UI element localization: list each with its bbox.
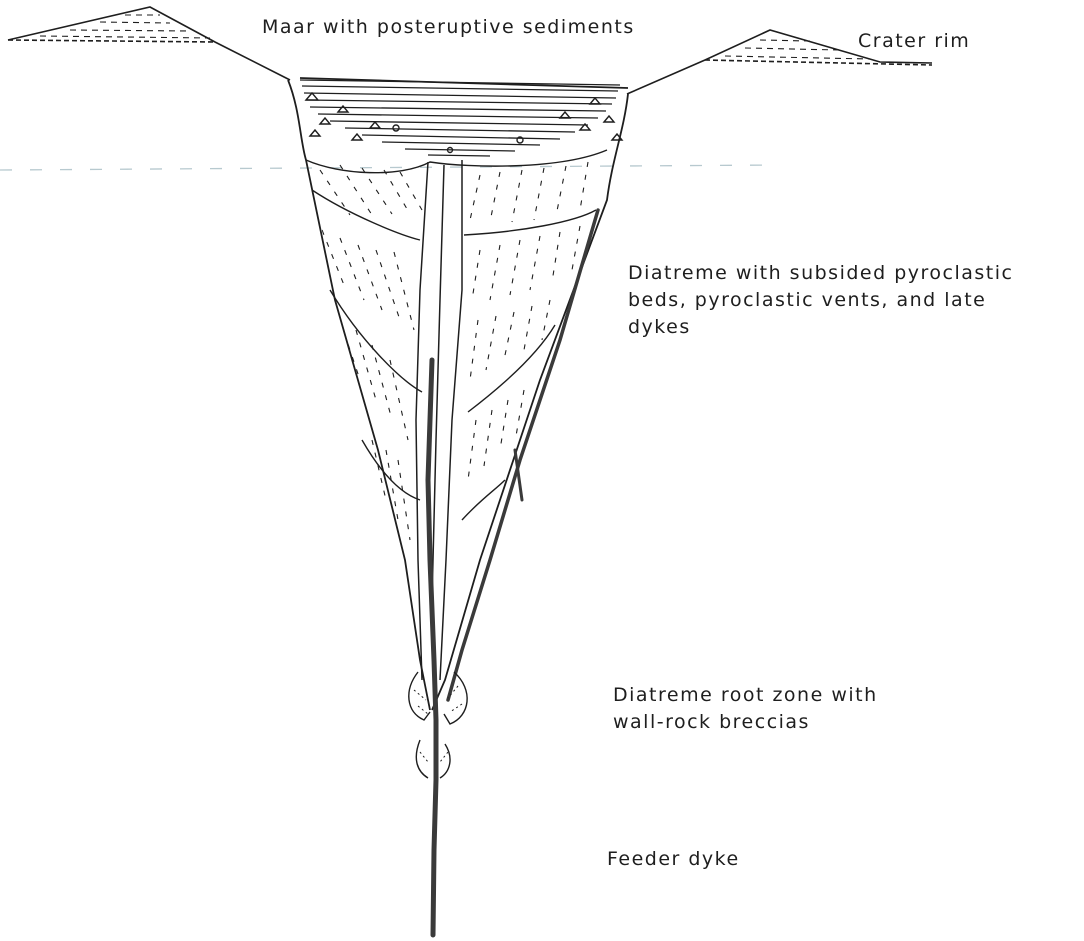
central-vent: [416, 160, 462, 680]
root-zone-label-line-1: Diatreme root zone with: [613, 682, 878, 709]
diatreme-label-line-3: dykes: [628, 314, 1013, 341]
maar-sediments: [300, 80, 620, 156]
maar-label: Maar with posteruptive sediments: [262, 14, 635, 41]
diatreme-label: Diatreme with subsided pyroclastic beds,…: [628, 260, 1013, 341]
pyroclastic-dash-texture: [320, 162, 588, 540]
root-zone-label: Diatreme root zone with wall-rock brecci…: [613, 682, 878, 736]
late-dykes: [428, 210, 598, 935]
diatreme-label-line-1: Diatreme with subsided pyroclastic: [628, 260, 1013, 287]
left-tephra-ring: [8, 7, 290, 80]
crater-rim-label: Crater rim: [858, 28, 970, 55]
root-zone-label-line-2: wall-rock breccias: [613, 709, 878, 736]
diatreme-cone: [288, 78, 628, 710]
diatreme-label-line-2: beds, pyroclastic vents, and late: [628, 287, 1013, 314]
water-table-line: [0, 165, 780, 170]
feeder-dyke-label: Feeder dyke: [607, 846, 740, 873]
